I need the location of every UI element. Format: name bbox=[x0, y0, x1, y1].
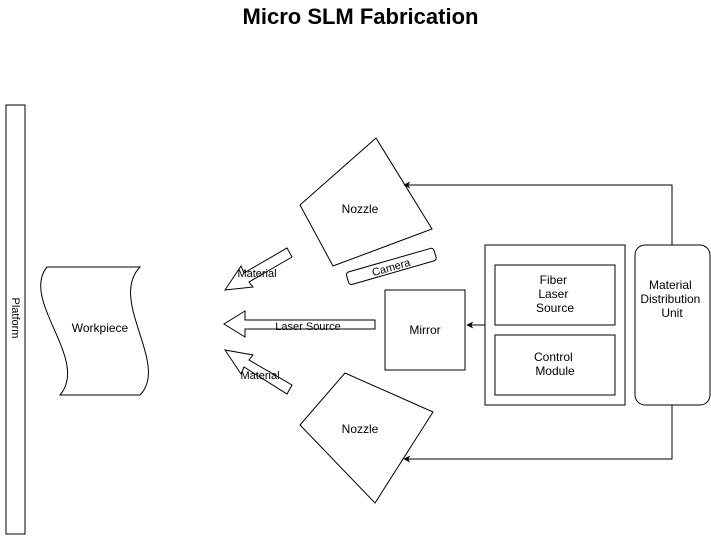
nozzle-top-label: Nozzle bbox=[342, 202, 379, 216]
svg-text:Fiber Laser Source: Fiber Laser Source bbox=[536, 273, 574, 315]
workpiece-label: Workpiece bbox=[72, 321, 129, 335]
control-module-node: Control Module bbox=[494, 334, 616, 396]
platform-node: Platform bbox=[5, 104, 26, 535]
fiber-laser-source-node: Fiber Laser Source bbox=[494, 264, 616, 326]
fiber-laser-source-line-3: Source bbox=[536, 301, 574, 315]
laser-source-arrow: Laser Source bbox=[223, 310, 376, 338]
material-distribution-unit-node: Material Distribution Unit bbox=[634, 244, 711, 406]
diagram-title: Micro SLM Fabrication bbox=[242, 4, 479, 29]
control-module-line-2: Module bbox=[535, 364, 575, 378]
mirror-label: Mirror bbox=[409, 323, 440, 337]
material-bottom-label: Material bbox=[240, 370, 279, 382]
fiber-laser-source-line-2: Laser bbox=[538, 287, 568, 301]
svg-text:Control Module: Control Module bbox=[534, 350, 576, 378]
edge-mdu-to-nozzle-bottom bbox=[403, 405, 673, 463]
control-module-line-1: Control bbox=[534, 350, 573, 364]
svg-text:Material Distribution: Material Distribution Unit bbox=[640, 278, 703, 320]
fiber-laser-source-line-1: Fiber bbox=[540, 273, 567, 287]
mdu-line-3: Unit bbox=[661, 306, 683, 320]
nozzle-bottom-label: Nozzle bbox=[342, 422, 379, 436]
mdu-line-1: Material bbox=[649, 278, 692, 292]
laser-source-arrow-label: Laser Source bbox=[275, 321, 340, 333]
nozzle-bottom-node: Nozzle bbox=[299, 372, 434, 504]
material-arrow-top: Material bbox=[223, 247, 293, 291]
mdu-line-2: Distribution bbox=[640, 292, 700, 306]
workpiece-node: Workpiece bbox=[40, 266, 149, 396]
edge-mdu-to-nozzle-top bbox=[403, 181, 673, 245]
platform-label: Platform bbox=[9, 298, 21, 339]
nozzle-top-node: Nozzle bbox=[299, 137, 433, 267]
material-arrow-bottom: Material bbox=[223, 349, 293, 395]
material-top-label: Material bbox=[237, 268, 276, 280]
mirror-node: Mirror bbox=[384, 289, 466, 371]
